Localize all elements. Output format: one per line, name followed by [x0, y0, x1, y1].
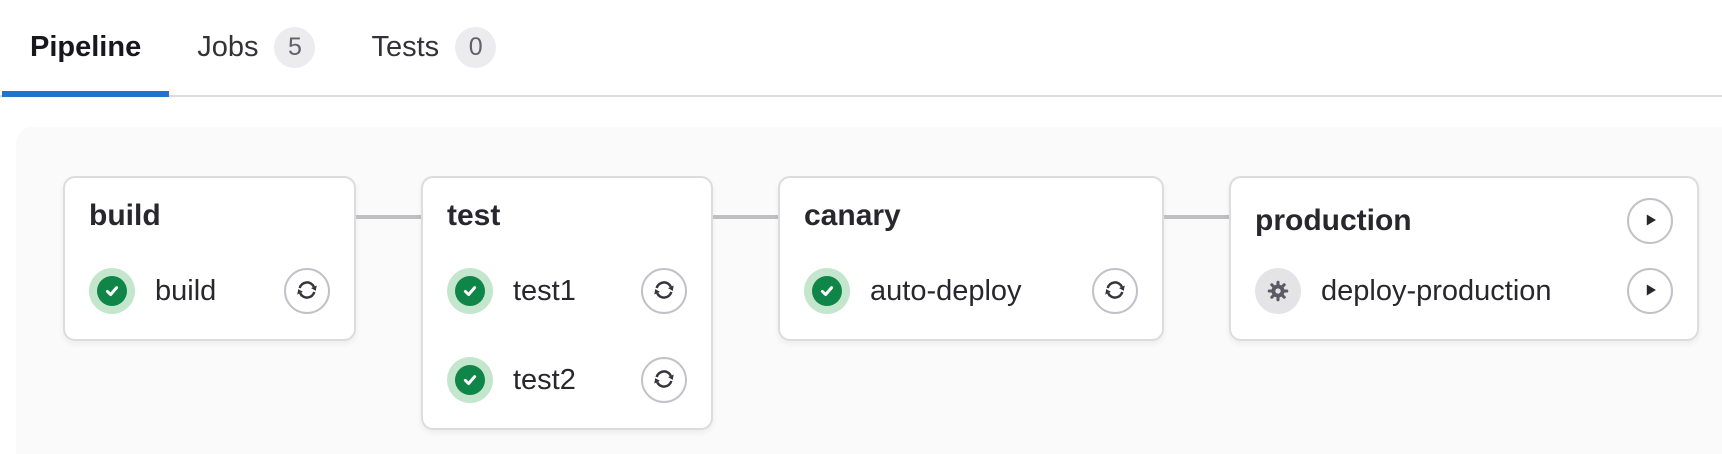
pipeline-graph-area: build build [16, 127, 1722, 454]
jobs-count-badge: 5 [274, 27, 316, 68]
play-stage-button[interactable] [1627, 198, 1673, 244]
pipeline-graph: build build [63, 176, 1722, 430]
job-row: test1 [447, 268, 687, 314]
retry-icon [651, 277, 677, 306]
status-success-icon [447, 357, 493, 403]
job-name-link[interactable]: build [155, 274, 217, 307]
job-row: auto-deploy [804, 268, 1138, 314]
stage-header: production [1255, 198, 1673, 244]
job-name-link[interactable]: deploy-production [1321, 274, 1552, 307]
status-success-icon [447, 268, 493, 314]
stage-connector-line [1164, 215, 1229, 219]
play-icon [1639, 279, 1661, 304]
stage-column-build: build build [63, 176, 356, 341]
stage-column-production: production [1229, 176, 1699, 341]
tests-count-badge: 0 [455, 27, 497, 68]
tab-bar: Pipeline Jobs 5 Tests 0 [0, 0, 1722, 97]
stage-title: production [1255, 204, 1412, 237]
stage-title: canary [804, 199, 901, 232]
stage-connector-line [713, 215, 778, 219]
stage-connector-line [356, 215, 421, 219]
retry-job-button[interactable] [1092, 268, 1138, 314]
job-name-link[interactable]: auto-deploy [870, 274, 1022, 307]
play-icon [1639, 209, 1661, 234]
status-success-icon [804, 268, 850, 314]
stage-title: build [89, 199, 161, 232]
job-name-link[interactable]: test2 [513, 363, 576, 396]
retry-job-button[interactable] [641, 357, 687, 403]
stage-title: test [447, 199, 501, 232]
job-row: deploy-production [1255, 268, 1673, 314]
retry-icon [294, 277, 320, 306]
retry-job-button[interactable] [641, 268, 687, 314]
tab-jobs-label: Jobs [197, 31, 259, 63]
job-name-link[interactable]: test1 [513, 274, 576, 307]
tab-pipeline[interactable]: Pipeline [2, 0, 170, 97]
tab-tests[interactable]: Tests 0 [343, 0, 524, 95]
tab-jobs[interactable]: Jobs 5 [169, 0, 343, 95]
play-job-button[interactable] [1627, 268, 1673, 314]
tab-tests-label: Tests [371, 31, 440, 63]
status-success-icon [89, 268, 135, 314]
tab-pipeline-label: Pipeline [30, 31, 142, 63]
job-row: build [89, 268, 330, 314]
retry-icon [651, 366, 677, 395]
stage-column-canary: canary auto-deploy [778, 176, 1164, 341]
stage-column-test: test test1 [421, 176, 713, 430]
job-row: test2 [447, 357, 687, 403]
manual-job-gear-icon [1255, 268, 1301, 314]
retry-job-button[interactable] [284, 268, 330, 314]
retry-icon [1102, 277, 1128, 306]
